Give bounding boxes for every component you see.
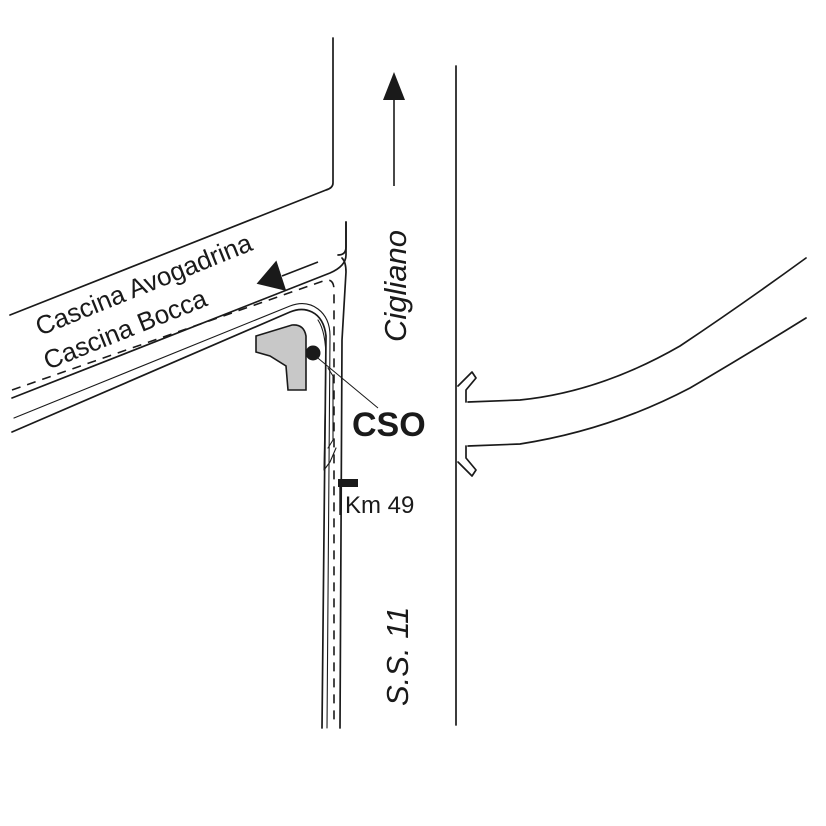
service-lane-edge bbox=[13, 303, 331, 729]
label-cigliano: Cigliano bbox=[378, 230, 413, 342]
building-icon bbox=[255, 324, 307, 391]
station-dot-icon bbox=[305, 345, 321, 361]
upper-road-edge bbox=[9, 37, 334, 316]
cascina-road-upper-edge bbox=[11, 221, 347, 399]
lane-marks bbox=[323, 367, 337, 471]
km-marker-label: Km 49 bbox=[345, 492, 414, 519]
east-road-south-edge bbox=[467, 317, 807, 447]
km-marker-icon bbox=[338, 479, 358, 487]
bridge-south-wing bbox=[457, 445, 477, 477]
cascina-road bbox=[11, 221, 347, 729]
station-label: CSO bbox=[352, 406, 426, 444]
north-arrow-icon bbox=[383, 72, 405, 186]
cascina-road-lower-edge bbox=[11, 308, 327, 729]
left-arrow-icon bbox=[256, 260, 319, 291]
lane-mark-upper bbox=[327, 367, 334, 449]
east-road-north-edge bbox=[467, 257, 807, 403]
station-leader-line bbox=[312, 353, 379, 409]
lane-mark-lower bbox=[323, 447, 337, 471]
ss11-left-edge-north bbox=[337, 221, 347, 256]
ss11-left-edge bbox=[339, 257, 347, 729]
ss11-road bbox=[9, 37, 457, 729]
bridge-north-wing bbox=[457, 371, 477, 403]
bridge-icon bbox=[457, 371, 477, 477]
label-ss11: S.S. 11 bbox=[380, 607, 415, 706]
cascina-road-centerline bbox=[11, 279, 335, 720]
service-lane-inner bbox=[317, 319, 327, 471]
east-road bbox=[457, 257, 807, 477]
